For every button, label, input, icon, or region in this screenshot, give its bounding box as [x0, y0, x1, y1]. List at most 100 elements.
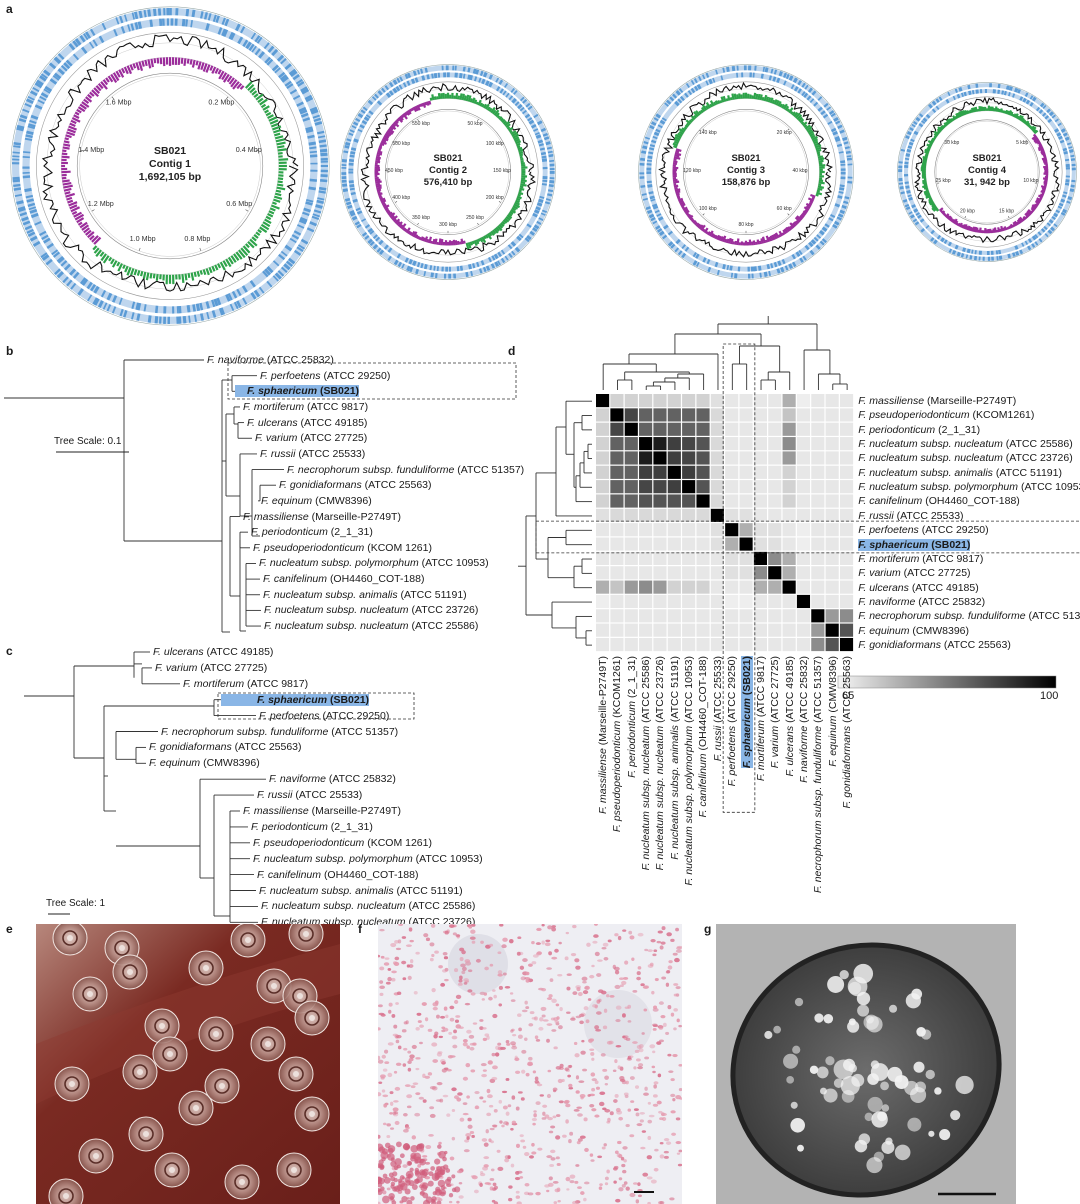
- strain-id: (ATCC 23726): [411, 604, 479, 617]
- heatmap-cell: [768, 623, 782, 637]
- heatmap-cell: [696, 594, 710, 609]
- heatmap-col-label: F. naviforme (ATCC 25832): [798, 656, 810, 916]
- heatmap-cell: [811, 523, 825, 537]
- heatmap-cell: [825, 594, 839, 609]
- heatmap-cell: [796, 422, 811, 436]
- species-name: F. nucleatum subsp. polymorphum: [259, 557, 419, 570]
- strain-id: (CMW8396): [315, 494, 372, 507]
- species-name: F. naviforme: [207, 354, 264, 366]
- highlighted-leaf: F. sphaericum (SB021): [221, 693, 370, 706]
- contig-name-label: SB021: [154, 145, 186, 157]
- heatmap-cell: [768, 408, 782, 422]
- heatmap-cell: [667, 566, 681, 580]
- panel-letter-d: d: [508, 344, 516, 358]
- heatmap-cell: [739, 465, 753, 479]
- heatmap-cell: [610, 637, 624, 652]
- heatmap-cell: [653, 580, 667, 594]
- row-label-text: F. nucleatum subsp. animalis (ATCC 51191…: [858, 467, 1062, 479]
- gc-content-track: [914, 96, 1060, 244]
- heatmap-cell: [667, 494, 681, 508]
- heatmap-cell: [639, 494, 653, 508]
- tree-leaf-label: F. sphaericum (SB021): [221, 693, 370, 706]
- heatmap-cell: [768, 465, 782, 479]
- leaf-text: F. massiliense (Marseille-P2749T): [243, 805, 401, 817]
- species-name: F. periodonticum: [858, 423, 936, 436]
- heatmap-cell: [811, 394, 825, 408]
- strain-id: (ATCC 49185): [783, 656, 796, 724]
- strain-id: (ATCC 9817): [307, 400, 369, 413]
- heatmap-cell: [624, 551, 638, 565]
- highlight-box: [217, 692, 415, 720]
- heatmap-cell: [667, 508, 681, 522]
- heatmap-cell: [710, 437, 724, 451]
- heatmap-cell: [825, 494, 839, 508]
- heatmap-cell: [753, 437, 767, 451]
- highlighted-col-label: F. sphaericum (SB021): [740, 656, 753, 769]
- strain-id: (ATCC 51191): [396, 884, 463, 897]
- heatmap-cell: [725, 480, 739, 494]
- leaf-text: F. periodonticum (2_1_31): [251, 821, 373, 833]
- heatmap-cell: [825, 523, 839, 537]
- heatmap-cell: [839, 451, 854, 465]
- heatmap-cell: [682, 609, 696, 623]
- heatmap-cell: [610, 422, 624, 436]
- tree-leaf-label: F. pseudoperiodonticum (KCOM 1261): [253, 837, 432, 849]
- heatmap-row-label: F. nucleatum subsp. nucleatum (ATCC 2558…: [858, 438, 1072, 450]
- heatmap-cell: [639, 394, 653, 408]
- strain-id: (ATCC 25586): [408, 900, 476, 913]
- heatmap-cell: [796, 480, 811, 494]
- leaf-text: F. nucleatum subsp. nucleatum (ATCC 2558…: [264, 620, 478, 632]
- heatmap-cell: [624, 566, 638, 580]
- heatmap-cell: [739, 623, 753, 637]
- heatmap-cell: [739, 408, 753, 422]
- heatmap-cell: [596, 609, 610, 623]
- tree-leaf-label: F. ulcerans (ATCC 49185): [247, 417, 367, 429]
- col-label-text: F. nucleatum subsp. nucleatum (ATCC 2558…: [640, 656, 652, 870]
- heatmap-row-label: F. varium (ATCC 27725): [858, 567, 970, 579]
- heatmap-cell: [768, 637, 782, 652]
- species-name: F. mortiferum: [754, 720, 767, 782]
- tree-leaf-label: F. periodonticum (2_1_31): [251, 526, 373, 538]
- tree-leaf-label: F. nucleatum subsp. nucleatum (ATCC 2558…: [261, 900, 475, 912]
- heatmap-cell: [753, 451, 767, 465]
- heatmap-cell: [782, 437, 796, 451]
- col-label-text: F. pseudoperiodonticum (KCOM1261): [611, 656, 623, 832]
- heatmap-cell: [782, 451, 796, 465]
- heatmap-cell: [624, 523, 638, 537]
- heatmap-cell: [796, 494, 811, 508]
- highlight-box: [227, 362, 517, 400]
- panel-e-colony-photo: [36, 924, 340, 1204]
- heatmap-cell: [624, 422, 638, 436]
- leaf-text: F. mortiferum (ATCC 9817): [183, 678, 308, 690]
- heatmap-cell: [596, 494, 610, 508]
- heatmap-cell: [710, 408, 724, 422]
- species-name: F. equinum: [858, 624, 910, 637]
- leaf-text: F. nucleatum subsp. polymorphum (ATCC 10…: [253, 853, 483, 865]
- heatmap-cell: [739, 637, 753, 652]
- heatmap-cell: [811, 465, 825, 479]
- heatmap-cell: [753, 580, 767, 594]
- heatmap-cell: [667, 465, 681, 479]
- heatmap-cell: [710, 523, 724, 537]
- heatmap-cell: [610, 408, 624, 422]
- tick-label: 80 kbp: [738, 222, 753, 228]
- species-name: F. gonidiaformans: [149, 741, 232, 754]
- species-name: F. gonidiaformans: [840, 726, 853, 809]
- heatmap-col-label: F. massiliense (Marseille-P2749T): [597, 656, 609, 916]
- strain-id: (KCOM1261): [611, 656, 624, 719]
- species-name: F. ulcerans: [783, 726, 796, 777]
- tick-label: 30 kbp: [944, 140, 959, 146]
- heatmap-cell: [710, 623, 724, 637]
- col-label-text: F. nucleatum subsp. polymorphum (ATCC 10…: [683, 656, 695, 886]
- heatmap-cell: [839, 609, 854, 623]
- species-name: F. canifelinum: [257, 868, 322, 881]
- strain-id: (ATCC 27725): [300, 432, 368, 445]
- species-name: F. necrophorum subsp. funduliforme: [812, 726, 825, 894]
- leaf-text: F. nucleatum subsp. nucleatum (ATCC 2372…: [264, 604, 478, 616]
- species-name: F. varium: [155, 661, 198, 674]
- contig-size-label: 1,692,105 bp: [139, 171, 201, 183]
- heatmap-cell: [753, 508, 767, 522]
- tree-leaf-label: F. necrophorum subsp. funduliforme (ATCC…: [161, 726, 398, 738]
- heatmap-cell: [682, 566, 696, 580]
- species-name: F. pseudoperiodonticum: [253, 541, 365, 554]
